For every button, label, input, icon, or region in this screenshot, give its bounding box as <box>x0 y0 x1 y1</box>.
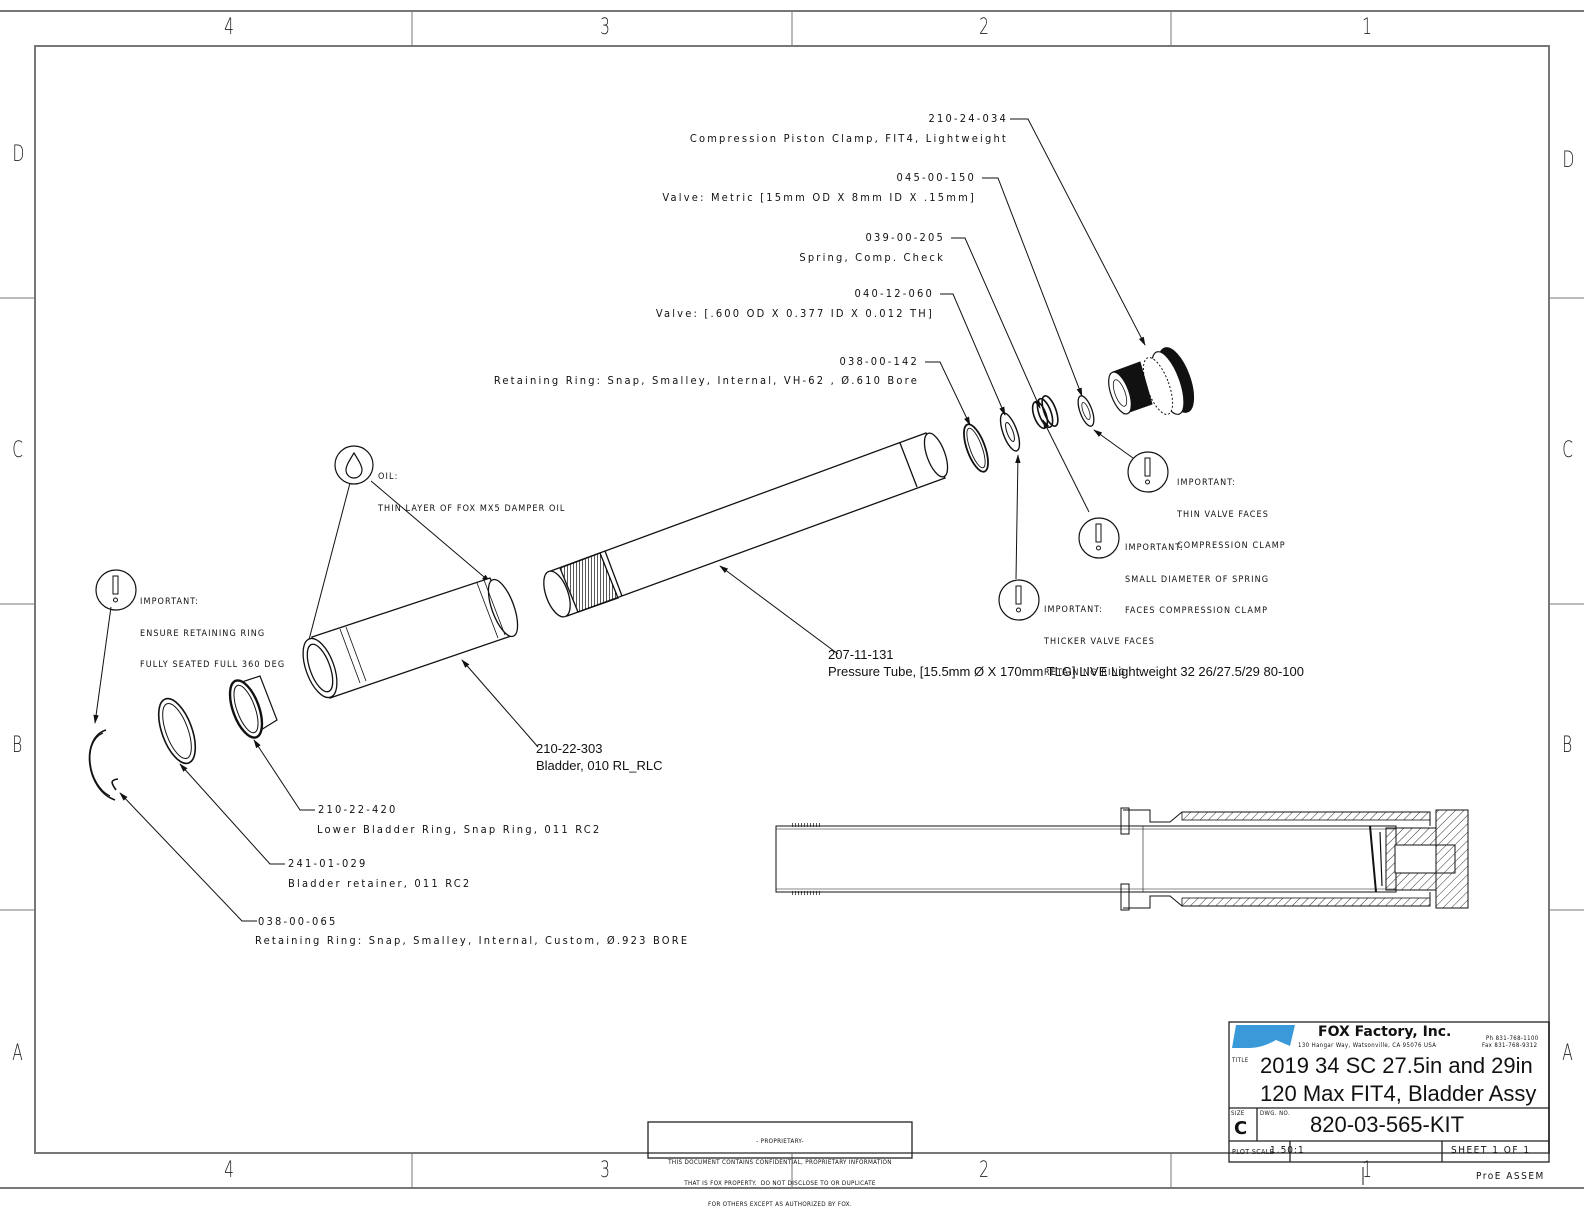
spring-part <box>1031 395 1059 430</box>
company-fax: Fax 831-768-9312 <box>1482 1042 1538 1049</box>
proprietary-notice: - PROPRIETARY- THIS DOCUMENT CONTAINS CO… <box>648 1124 912 1215</box>
notice-line: THAT IS FOX PROPERTY. DO NOT DISCLOSE TO… <box>684 1180 876 1187</box>
thicker-valve-note: IMPORTANT: THICKER VALVE FACES RETAINING… <box>1044 584 1155 689</box>
oil-note-icon <box>334 445 374 485</box>
sheet-border <box>0 10 1584 1189</box>
size-value: C <box>1234 1118 1248 1139</box>
callout-description: Spring, Comp. Check <box>799 251 945 264</box>
zone-row-label: B <box>12 733 23 758</box>
notice-line: - PROPRIETARY- <box>756 1138 804 1145</box>
bladder-retainer-part <box>157 697 197 765</box>
dwg-number: 820-03-565-KIT <box>1310 1112 1465 1137</box>
compression-piston-clamp-part <box>1108 347 1195 415</box>
exclamation-icon <box>1078 517 1120 559</box>
zone-row-label: C <box>1562 438 1574 463</box>
size-label: SIZE <box>1231 1110 1245 1117</box>
callout-description: Bladder retainer, 011 RC2 <box>288 877 472 890</box>
notice-line: FOR OTHERS EXCEPT AS AUTHORIZED BY FOX. <box>708 1201 852 1208</box>
note-line: IMPORTANT: <box>1177 478 1237 488</box>
zone-col-label: 2 <box>979 1158 989 1183</box>
bladder-part <box>302 577 519 699</box>
thin-valve-part <box>1077 395 1095 427</box>
callout-description: Lower Bladder Ring, Snap Ring, 011 RC2 <box>317 823 602 836</box>
drawing-title-line2: 120 Max FIT4, Bladder Assy <box>1260 1081 1537 1106</box>
retaining-ring-part <box>88 729 119 801</box>
callout-part-number: 045-00-150 <box>896 171 976 184</box>
footer-label: ProE ASSEM <box>1476 1171 1545 1182</box>
note-line: IMPORTANT: <box>140 597 200 607</box>
lower-bladder-ring-part <box>228 675 278 739</box>
note-line: FULLY SEATED FULL 360 DEG <box>140 660 286 670</box>
note-line: OIL: <box>378 472 399 482</box>
company-address: 130 Hangar Way, Watsonville, CA 95076 US… <box>1298 1042 1437 1049</box>
callout-description: Retaining Ring: Snap, Smalley, Internal,… <box>255 934 690 947</box>
note-line: THIN VALVE FACES <box>1177 509 1270 520</box>
dwg-label: DWG. NO. <box>1260 1110 1291 1117</box>
plot-scale-value: 1.50:1 <box>1270 1145 1305 1156</box>
zone-row-label: A <box>12 1041 23 1066</box>
callout-description: Bladder, 010 RL_RLC <box>536 758 663 773</box>
title-block-frame <box>647 1021 1550 1185</box>
exclamation-icon <box>95 569 137 611</box>
exclamation-icon <box>998 579 1040 621</box>
callout-part-number: 210-22-420 <box>318 803 398 816</box>
thin-valve-note: IMPORTANT: THIN VALVE FACES COMPRESSION … <box>1177 457 1286 562</box>
fox-logo <box>1232 1025 1295 1048</box>
spring-note: IMPORTANT: SMALL DIAMETER OF SPRING FACE… <box>1125 522 1269 627</box>
note-line: IMPORTANT: <box>1044 605 1104 615</box>
drawing-title-line1: 2019 34 SC 27.5in and 29in <box>1260 1053 1533 1078</box>
callout-description: Pressure Tube, [15.5mm Ø X 170mm TLG] LI… <box>828 664 1304 679</box>
callout-part-number: 210-22-303 <box>536 741 603 756</box>
zone-col-label: 3 <box>600 1158 610 1183</box>
note-line: FACES COMPRESSION CLAMP <box>1125 606 1269 616</box>
note-line: THICKER VALVE FACES <box>1044 636 1155 647</box>
note-line: ENSURE RETAINING RING <box>140 628 266 639</box>
notice-line: THIS DOCUMENT CONTAINS CONFIDENTIAL, PRO… <box>668 1159 892 1166</box>
callout-part-number: 210-24-034 <box>928 112 1008 125</box>
callout-part-number: 038-00-065 <box>258 915 338 928</box>
zone-row-label: D <box>12 142 25 167</box>
company-phone: Ph 831-768-1100 <box>1486 1035 1539 1042</box>
callout-part-number: 038-00-142 <box>839 355 919 368</box>
pressure-tube-part <box>543 432 949 618</box>
callout-description: Valve: Metric [15mm OD X 8mm ID X .15mm] <box>662 191 976 204</box>
zone-row-label: D <box>1562 148 1575 173</box>
note-line: IMPORTANT: <box>1125 543 1185 553</box>
callout-description: Compression Piston Clamp, FIT4, Lightwei… <box>689 132 1008 145</box>
zone-col-label: 1 <box>1362 15 1372 40</box>
callout-part-number: 040-12-060 <box>854 287 934 300</box>
company-name: FOX Factory, Inc. <box>1318 1024 1452 1040</box>
retaining-ring-note: IMPORTANT: ENSURE RETAINING RING FULLY S… <box>140 576 285 681</box>
plot-scale-label: PLOT SCALE <box>1232 1148 1275 1156</box>
section-view <box>775 807 1469 911</box>
note-line: COMPRESSION CLAMP <box>1177 541 1286 551</box>
oil-note: OIL: THIN LAYER OF FOX MX5 DAMPER OIL <box>378 451 566 525</box>
note-line: THIN LAYER OF FOX MX5 DAMPER OIL <box>378 503 566 514</box>
zone-col-label: 2 <box>979 15 989 40</box>
valve-part <box>999 412 1021 452</box>
note-line: SMALL DIAMETER OF SPRING <box>1125 574 1270 585</box>
zone-col-label: 4 <box>224 1158 234 1183</box>
zone-row-label: C <box>12 438 24 463</box>
callout-part-number: 039-00-205 <box>865 231 945 244</box>
callout-description: Retaining Ring: Snap, Smalley, Internal,… <box>493 374 919 387</box>
note-line: RETAINING RING <box>1044 668 1126 678</box>
leader-lines <box>93 118 1146 922</box>
exclamation-icon <box>1127 451 1169 493</box>
small-retaining-ring-part <box>963 423 989 473</box>
callout-part-number: 207-11-131 <box>828 647 894 662</box>
zone-col-label: 3 <box>600 15 610 40</box>
sheet-number: SHEET 1 OF 1 <box>1451 1145 1531 1156</box>
zone-col-label: 1 <box>1362 1158 1372 1183</box>
title-label: TITLE <box>1232 1057 1249 1064</box>
callout-part-number: 241-01-029 <box>288 857 368 870</box>
zone-row-label: A <box>1562 1041 1573 1066</box>
zone-col-label: 4 <box>224 15 234 40</box>
zone-row-label: B <box>1562 733 1573 758</box>
callout-description: Valve: [.600 OD X 0.377 ID X 0.012 TH] <box>655 307 934 320</box>
